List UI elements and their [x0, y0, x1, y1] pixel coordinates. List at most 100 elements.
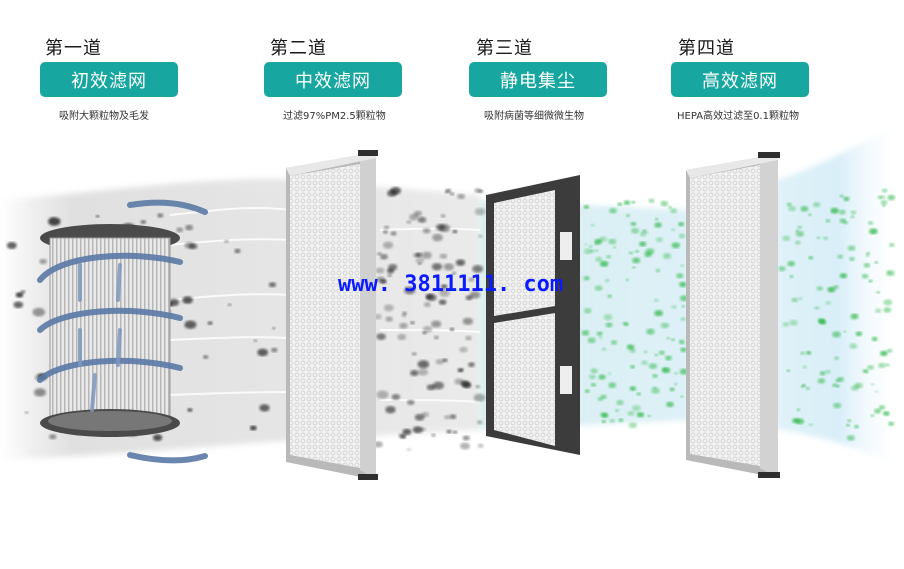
particle	[390, 231, 397, 236]
particle	[39, 258, 47, 265]
particle	[601, 420, 606, 424]
stage-3-description: 吸附病菌等细微微生物	[484, 111, 584, 122]
medium-filter	[286, 150, 378, 480]
particle	[271, 347, 278, 353]
particle	[849, 343, 858, 349]
particle	[476, 420, 483, 425]
particle	[152, 434, 163, 442]
particle	[583, 308, 592, 314]
particle	[605, 322, 613, 328]
particle	[648, 363, 658, 370]
particle	[601, 347, 607, 351]
particle	[431, 320, 442, 328]
particle	[628, 422, 637, 429]
particle	[833, 285, 839, 289]
particle	[837, 254, 844, 259]
particle	[839, 194, 844, 198]
particle	[588, 374, 596, 380]
particle	[584, 243, 588, 246]
particle	[868, 221, 874, 225]
particle	[876, 291, 881, 294]
particle	[48, 217, 61, 226]
particle	[465, 335, 472, 341]
particle	[422, 326, 433, 333]
particle	[642, 229, 647, 233]
particle	[176, 227, 184, 233]
particle	[442, 358, 448, 363]
particle	[631, 200, 636, 204]
particle	[800, 206, 809, 212]
particle	[669, 387, 675, 392]
particle	[234, 248, 241, 254]
particle	[849, 256, 855, 261]
particle	[867, 365, 874, 370]
particle	[13, 301, 24, 309]
particle	[805, 387, 810, 390]
particle	[825, 369, 831, 374]
particle	[404, 286, 416, 295]
particle	[671, 242, 681, 249]
particle	[680, 347, 687, 353]
particle	[630, 227, 640, 234]
particle	[635, 250, 639, 253]
particle	[406, 220, 412, 224]
particle	[663, 368, 667, 371]
particle	[851, 313, 859, 319]
particle	[798, 297, 803, 300]
particle	[674, 371, 678, 375]
particle	[599, 236, 607, 242]
particle	[475, 384, 481, 389]
particle	[609, 418, 615, 423]
particle	[645, 248, 655, 255]
particle	[597, 397, 604, 402]
particle	[452, 271, 457, 275]
particle	[257, 348, 269, 357]
particle	[795, 418, 805, 425]
particle	[626, 214, 630, 217]
particle	[608, 382, 617, 389]
particle	[641, 360, 648, 366]
particle	[452, 229, 458, 234]
particle	[816, 236, 821, 240]
particle	[636, 392, 641, 396]
particle	[629, 348, 636, 353]
particle	[431, 433, 436, 437]
particle	[438, 224, 450, 233]
particle	[655, 237, 664, 243]
particle	[185, 224, 194, 231]
particle	[861, 273, 869, 279]
particle	[224, 239, 229, 243]
particle	[617, 202, 623, 206]
particle	[259, 404, 270, 412]
particle	[630, 365, 635, 369]
particle	[412, 426, 423, 434]
particle	[387, 273, 393, 277]
particle	[6, 242, 17, 249]
hepa-filter	[686, 152, 780, 478]
watermark-url: www. 3811111. com	[338, 272, 564, 297]
particle	[397, 333, 407, 341]
particle	[449, 192, 455, 196]
particle	[598, 374, 606, 380]
particle	[468, 362, 475, 368]
particle	[882, 204, 886, 207]
particle	[253, 339, 258, 343]
particle	[662, 253, 672, 259]
particle	[227, 303, 232, 307]
particle	[391, 394, 401, 400]
particle	[249, 425, 257, 431]
particle	[383, 304, 394, 312]
particle	[855, 331, 863, 337]
particle	[440, 214, 446, 218]
particle	[140, 220, 147, 224]
particle	[806, 350, 812, 355]
particle	[459, 346, 468, 353]
particle	[268, 282, 277, 288]
particle	[421, 251, 432, 259]
particle	[646, 328, 655, 335]
particle	[655, 268, 661, 273]
particle	[850, 210, 857, 215]
particle	[800, 351, 805, 355]
particle	[594, 285, 603, 291]
particle	[679, 368, 688, 375]
